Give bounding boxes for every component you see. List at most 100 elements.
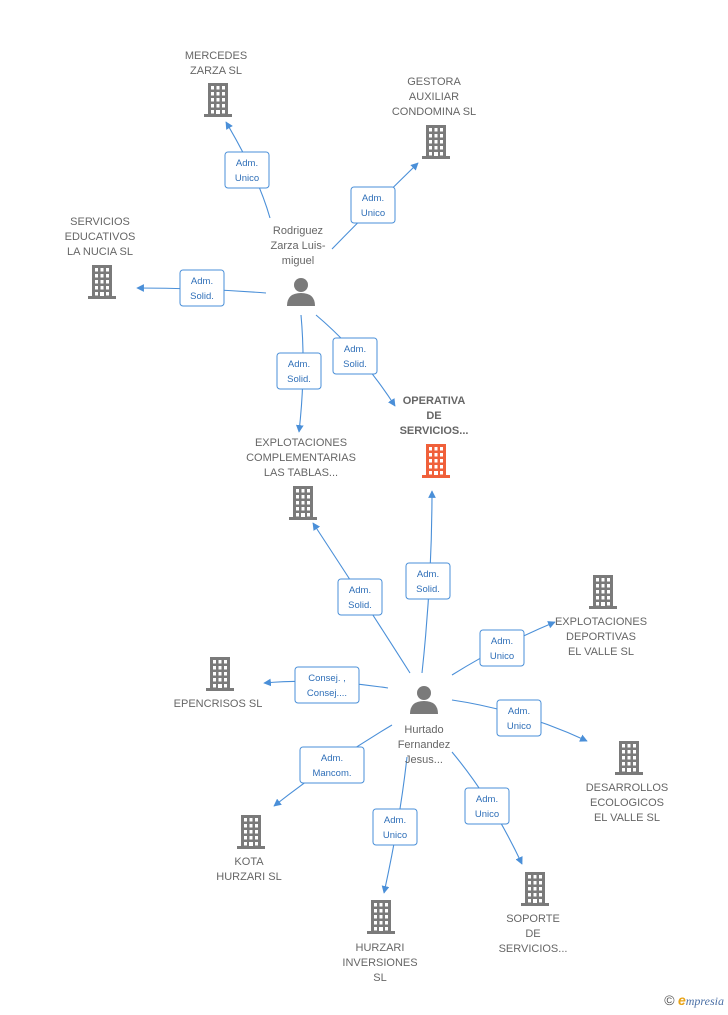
building-icon [289, 486, 317, 520]
company-node-kota[interactable]: KOTA HURZARI SL [216, 815, 282, 883]
company-label-line: LA NUCIA SL [67, 246, 133, 258]
edge-label-box [405, 562, 451, 600]
edge-label[interactable]: Adm.Unico [350, 186, 396, 224]
company-node-servicios-edu[interactable]: SERVICIOS EDUCATIVOS LA NUCIA SL [65, 216, 136, 299]
company-label: KOTA HURZARI SL [216, 856, 281, 883]
company-label-line: HURZARI SL [216, 871, 281, 883]
edge-label[interactable]: Adm. Unico [372, 808, 418, 846]
building-icon [204, 83, 232, 117]
edge-label-line: Adm. [344, 344, 366, 355]
person-label: HurtadoFernandezJesus... [398, 724, 451, 766]
company-node-soporte[interactable]: SOPORTEDESERVICIOS... [499, 872, 568, 955]
company-label-line: EXPLOTACIONES [555, 616, 647, 628]
company-label-line: SOPORTE [506, 913, 560, 925]
company-label-line: MERCEDES [185, 50, 247, 62]
person-node-p2[interactable]: HurtadoFernandezJesus... [398, 686, 451, 766]
edge-label-line: Unico [235, 173, 259, 184]
company-label: OPERATIVADESERVICIOS... [400, 395, 469, 437]
edge-label[interactable]: Adm. Unico [464, 787, 510, 825]
company-node-operativa[interactable]: OPERATIVADESERVICIOS... [400, 395, 469, 478]
person-label-line: miguel [282, 255, 314, 267]
company-label: EPENCRISOS SL [174, 698, 263, 710]
company-label: SOPORTEDESERVICIOS... [499, 913, 568, 955]
company-label-line: SERVICIOS... [499, 943, 568, 955]
edge-label-line: Adm. [321, 753, 343, 764]
edge-label-line: Consej. , [308, 673, 346, 684]
brand-logo-e: e [677, 992, 686, 1008]
edge-label-line: Unico [361, 208, 385, 219]
edge-label[interactable]: Adm.Mancom. [299, 746, 365, 784]
building-icon [237, 815, 265, 849]
edge-label[interactable]: Adm. Solid. [276, 352, 322, 390]
person-label-line: Zarza Luis- [270, 240, 325, 252]
building-icon [422, 125, 450, 159]
nodes-layer: MERCEDES ZARZA SL GESTORAAUXILIARCONDOMINA… [65, 50, 669, 984]
company-label-line: LAS TABLAS... [264, 467, 338, 479]
person-icon [287, 278, 315, 306]
edge-label-line: Adm. [349, 585, 371, 596]
edge-label-line: Unico [383, 830, 407, 841]
edge-label-box [479, 629, 525, 667]
company-label-line: SERVICIOS [70, 216, 130, 228]
building-icon [206, 657, 234, 691]
edge-label-line: Solid. [190, 291, 214, 302]
edge-label-line: Adm. [417, 569, 439, 580]
edge-label-line: Adm. [508, 706, 530, 717]
edge-label-line: Solid. [287, 374, 311, 385]
copyright-symbol: © [664, 992, 675, 1008]
edge-label-box [337, 578, 383, 616]
edge-label-box [276, 352, 322, 390]
company-label-line: EDUCATIVOS [65, 231, 136, 243]
edge-label-box [294, 666, 360, 704]
person-label-line: Jesus... [405, 754, 443, 766]
company-label-line: DEPORTIVAS [566, 631, 636, 643]
edge-label-line: Adm. [288, 359, 310, 370]
company-label-line: SERVICIOS... [400, 425, 469, 437]
edge-label[interactable]: Adm.Unico [479, 629, 525, 667]
edge-label-line: Unico [507, 721, 531, 732]
edge-label-line: Adm. [384, 815, 406, 826]
company-label-line: SL [373, 972, 386, 984]
company-label-line: EL VALLE SL [568, 646, 634, 658]
edge-label[interactable]: Adm. Solid. [337, 578, 383, 616]
edge-label[interactable]: Adm. Unico [496, 699, 542, 737]
edge-label-box [350, 186, 396, 224]
person-label-line: Fernandez [398, 739, 451, 751]
edge-label-line: Adm. [191, 276, 213, 287]
company-node-mercedes[interactable]: MERCEDES ZARZA SL [185, 50, 247, 117]
brand-logo-text: mpresia [685, 994, 724, 1008]
edge-label[interactable]: Adm. Solid. [179, 269, 225, 307]
company-label-line: EPENCRISOS SL [174, 698, 263, 710]
edge-label-box [372, 808, 418, 846]
edge-label-line: Solid. [348, 600, 372, 611]
building-icon [88, 265, 116, 299]
building-icon [615, 741, 643, 775]
edge-label-line: Unico [475, 809, 499, 820]
building-icon [422, 444, 450, 478]
company-node-epencrisos[interactable]: EPENCRISOS SL [174, 657, 263, 710]
company-node-explot-dep[interactable]: EXPLOTACIONES DEPORTIVAS EL VALLE SL [555, 575, 647, 658]
building-icon [367, 900, 395, 934]
edge-label[interactable]: Adm. Solid. [332, 337, 378, 375]
edge-label-line: Solid. [343, 359, 367, 370]
edge-label[interactable]: Consej. ,Consej.... [294, 666, 360, 704]
edge-label[interactable]: Adm.Solid. [405, 562, 451, 600]
company-label-line: ZARZA SL [190, 65, 242, 77]
company-label: EXPLOTACIONES DEPORTIVAS EL VALLE SL [555, 616, 647, 658]
edge-label[interactable]: Adm.Unico [224, 151, 270, 189]
edge-label-line: Adm. [476, 794, 498, 805]
company-label-line: AUXILIAR [409, 91, 459, 103]
company-label: SERVICIOS EDUCATIVOS LA NUCIA SL [65, 216, 136, 258]
edge-label-box [332, 337, 378, 375]
company-label-line: KOTA [234, 856, 264, 868]
